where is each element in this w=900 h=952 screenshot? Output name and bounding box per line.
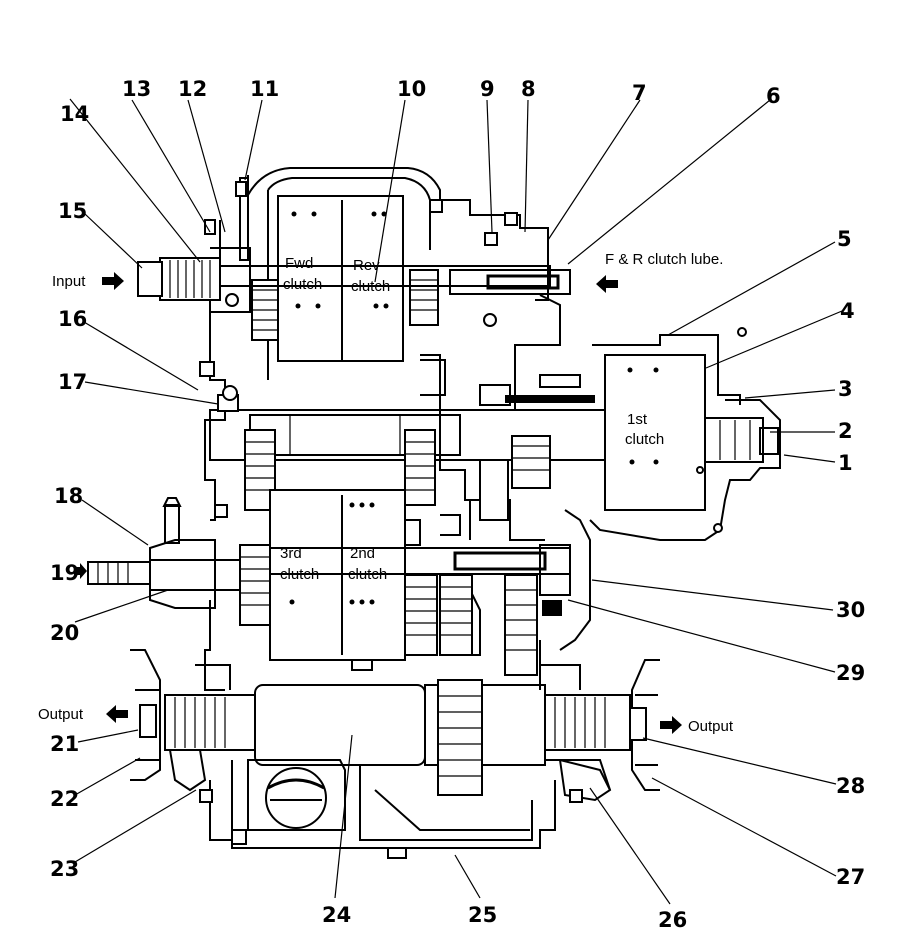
input-arrow-icon [102,272,124,290]
callout-8: 8 [521,77,536,101]
second-clutch-label-1: 2nd [350,545,375,562]
callout-16: 16 [58,307,87,331]
fwd-clutch-label-2: clutch [283,276,322,293]
callout-1: 1 [838,451,853,475]
plug-fitting [87,497,216,609]
bolts [199,181,583,803]
output-left-label: Output [38,706,84,723]
callout-21: 21 [50,732,79,756]
oil-filter [231,759,407,859]
callout-12: 12 [178,77,207,101]
output-right-label: Output [688,718,734,735]
third-clutch-label-2: clutch [280,566,319,583]
first-clutch-label-2: clutch [625,431,664,448]
input-label: Input [52,273,86,290]
fwd-rev-clutch-housing [277,195,404,362]
callout-30: 30 [836,598,865,622]
output-right-arrow-icon [660,716,682,734]
callout-24: 24 [322,903,351,927]
callout-7: 7 [632,81,647,105]
fwd-rev-clutch-pack [251,195,439,362]
callout-27: 27 [836,865,865,889]
callout-11: 11 [250,77,279,101]
callout-13: 13 [122,77,151,101]
flow-arrows [74,272,682,734]
callout-23: 23 [50,857,79,881]
first-clutch-assembly [589,327,781,541]
first-clutch-label-1: 1st [627,411,648,428]
callout-17: 17 [58,370,87,394]
leader-lines [69,98,843,905]
callout-10: 10 [397,77,426,101]
callout-18: 18 [54,484,83,508]
callout-numbers: 13 12 11 10 9 8 7 6 14 15 5 4 16 17 3 2 … [50,77,865,932]
callout-15: 15 [58,199,87,223]
callout-4: 4 [840,299,855,323]
callout-14: 14 [60,102,89,126]
output-left-arrow-icon [106,705,128,723]
callout-2: 2 [838,419,853,443]
rev-clutch-label-2: clutch [351,278,390,295]
plug-arrow-icon [74,563,87,579]
third-clutch-label-1: 3rd [280,545,302,562]
text-labels: Input F & R clutch lube. Output Output F… [38,251,734,735]
callout-28: 28 [836,774,865,798]
rev-clutch-label-1: Rev [353,257,380,274]
callout-3: 3 [838,377,853,401]
lube-label: F & R clutch lube. [605,251,723,268]
callout-6: 6 [766,84,781,108]
callout-9: 9 [480,77,495,101]
callout-29: 29 [836,661,865,685]
second-clutch-label-2: clutch [348,566,387,583]
output-shaft [130,649,660,802]
callout-20: 20 [50,621,79,645]
callout-19: 19 [50,561,79,585]
callout-25: 25 [468,903,497,927]
callout-26: 26 [658,908,687,932]
third-second-clutch-pack [149,489,571,676]
fwd-clutch-label-1: Fwd [285,255,313,272]
callout-5: 5 [837,227,852,251]
callout-22: 22 [50,787,79,811]
lube-arrow-icon [596,275,618,293]
